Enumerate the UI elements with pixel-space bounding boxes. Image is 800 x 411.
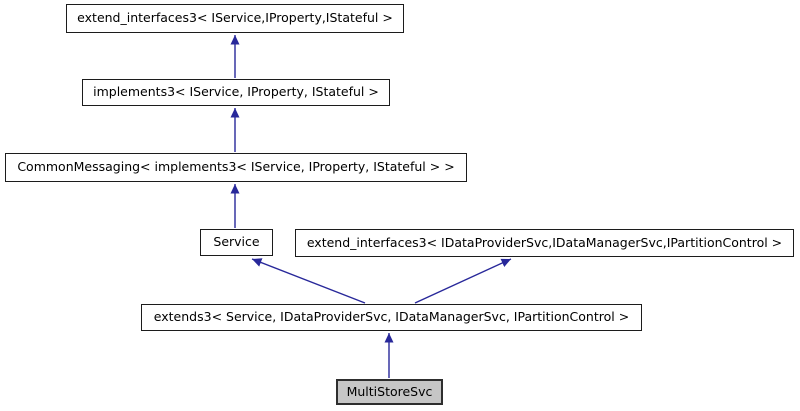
class-node-extends3[interactable]: extends3< Service, IDataProviderSvc, IDa… bbox=[141, 304, 642, 331]
inheritance-edge-extends3-to-service bbox=[251, 258, 366, 304]
class-node-service[interactable]: Service bbox=[200, 229, 273, 256]
inheritance-edge-extends3-to-extend-interfaces3-idataprovider bbox=[414, 258, 512, 304]
class-node-implements3[interactable]: implements3< IService, IProperty, IState… bbox=[82, 79, 390, 106]
class-node-extend-interfaces3-idataprovider[interactable]: extend_interfaces3< IDataProviderSvc,IDa… bbox=[295, 229, 794, 257]
class-node-common-messaging[interactable]: CommonMessaging< implements3< IService, … bbox=[5, 153, 467, 182]
class-node-multistoresvc[interactable]: MultiStoreSvc bbox=[336, 379, 443, 405]
class-node-extend-interfaces3-iservice[interactable]: extend_interfaces3< IService,IProperty,I… bbox=[66, 4, 404, 33]
